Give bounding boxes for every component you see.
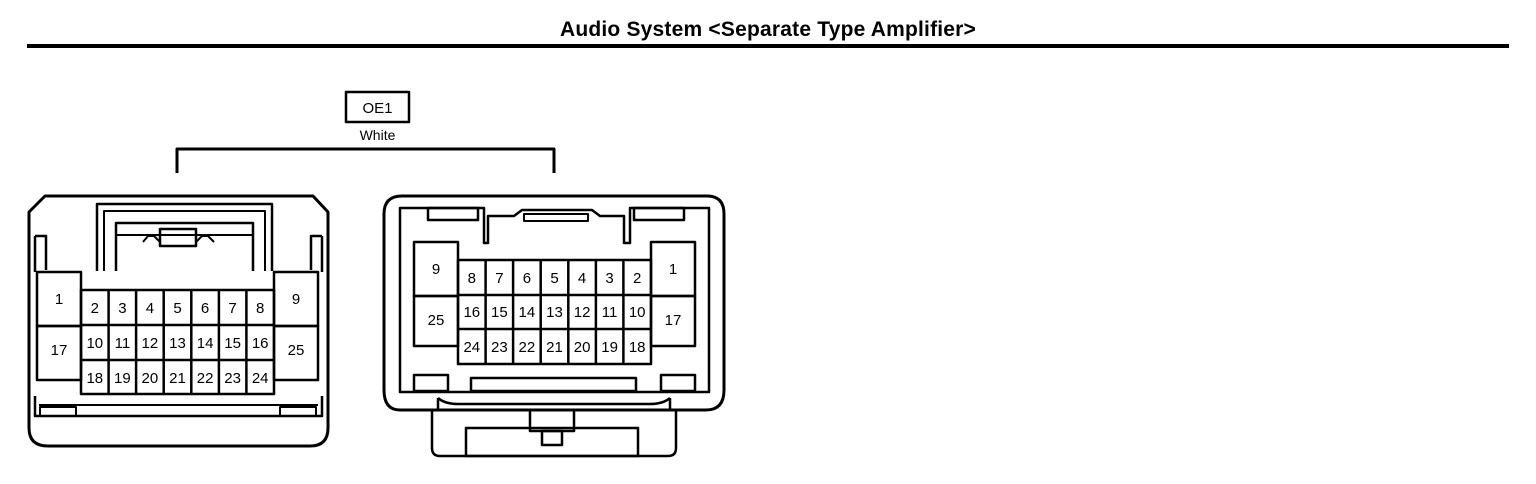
right-pin-label: 20 bbox=[574, 339, 591, 356]
left-pin-label: 25 bbox=[288, 342, 305, 359]
right-pin-label: 7 bbox=[495, 270, 503, 287]
left-pin-label: 8 bbox=[256, 300, 264, 317]
left-pin-label: 5 bbox=[173, 300, 181, 317]
connector-color: White bbox=[360, 127, 396, 143]
right-pin-label: 3 bbox=[605, 270, 613, 287]
right-pin-label: 10 bbox=[629, 304, 646, 321]
left-pin-label: 20 bbox=[142, 370, 159, 387]
right-cavity-grid bbox=[412, 240, 697, 366]
connector-code: OE1 bbox=[362, 100, 392, 117]
left-pin-label: 24 bbox=[252, 370, 269, 387]
right-pin-label: 24 bbox=[463, 339, 480, 356]
left-pin-label: 16 bbox=[252, 335, 269, 352]
left-pin-label: 7 bbox=[228, 300, 236, 317]
right-pin-label: 18 bbox=[629, 339, 646, 356]
right-pin-label: 23 bbox=[491, 339, 508, 356]
left-pin-label: 3 bbox=[118, 300, 126, 317]
left-pin-label: 2 bbox=[91, 300, 99, 317]
left-pin-label: 17 bbox=[51, 342, 68, 359]
right-pin-label: 14 bbox=[519, 304, 536, 321]
right-pin-label: 1 bbox=[669, 261, 677, 278]
right-pin-label: 22 bbox=[519, 339, 536, 356]
left-pin-label: 18 bbox=[86, 370, 103, 387]
left-pin-label: 14 bbox=[197, 335, 214, 352]
left-pin-label: 19 bbox=[114, 370, 131, 387]
left-cavity-grid bbox=[35, 270, 320, 396]
left-pin-label: 1 bbox=[55, 291, 63, 308]
connector-bracket bbox=[175, 147, 556, 173]
left-pin-label: 4 bbox=[146, 300, 154, 317]
right-pin-label: 15 bbox=[491, 304, 508, 321]
right-pin-label: 6 bbox=[523, 270, 531, 287]
right-pin-label: 4 bbox=[578, 270, 586, 287]
right-pin-label: 17 bbox=[665, 312, 682, 329]
left-pin-label: 10 bbox=[86, 335, 103, 352]
right-pin-label: 2 bbox=[633, 270, 641, 287]
title-rule bbox=[27, 44, 1509, 48]
left-pin-label: 6 bbox=[201, 300, 209, 317]
right-pin-label: 25 bbox=[428, 312, 445, 329]
left-pin-label: 15 bbox=[224, 335, 241, 352]
left-pin-label: 9 bbox=[292, 291, 300, 308]
left-pin-label: 11 bbox=[115, 335, 131, 352]
left-pin-label: 23 bbox=[224, 370, 241, 387]
right-pin-label: 19 bbox=[601, 339, 618, 356]
left-connector-housing bbox=[27, 194, 330, 448]
left-pin-label: 21 bbox=[169, 370, 186, 387]
right-pin-label: 12 bbox=[574, 304, 591, 321]
left-pin-label: 12 bbox=[142, 335, 159, 352]
right-pin-label: 5 bbox=[550, 270, 558, 287]
page-title: Audio System <Separate Type Amplifier> bbox=[559, 18, 977, 41]
right-pin-label: 13 bbox=[546, 304, 563, 321]
right-pin-label: 9 bbox=[432, 261, 440, 278]
right-pin-label: 11 bbox=[602, 304, 618, 321]
right-pin-label: 8 bbox=[468, 270, 476, 287]
left-pin-label: 13 bbox=[169, 335, 186, 352]
connector-code-box bbox=[344, 90, 411, 124]
right-pin-label: 21 bbox=[546, 339, 563, 356]
right-pin-label: 16 bbox=[463, 304, 480, 321]
left-pin-label: 22 bbox=[197, 370, 214, 387]
right-connector-housing bbox=[382, 194, 726, 458]
